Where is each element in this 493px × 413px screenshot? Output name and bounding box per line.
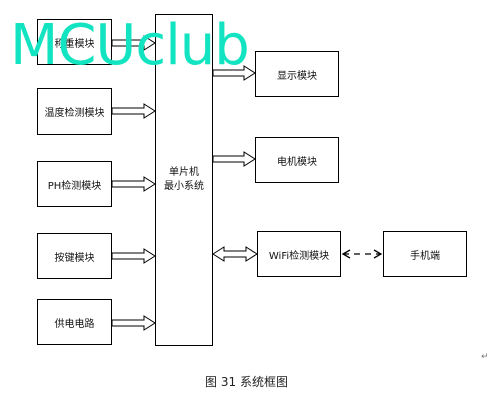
dashed-link-wifi-phone [341,249,383,259]
block-phone: 手机端 [383,231,467,277]
block-temp-label: 温度检测模块 [44,108,105,119]
block-mcu-label-1: 单片机 [169,167,199,178]
paragraph-mark-1: ↵ [481,352,489,362]
block-weight-label: 称重模块 [54,38,95,50]
block-wifi-label: WiFi检测模块 [268,250,330,262]
arrow-weight-to-mcu [111,35,156,51]
arrow-mcu-to-display [212,65,256,81]
block-motor: 电机模块 [255,137,339,183]
block-mcu: 单片机 最小系统 [155,14,213,346]
block-display-label: 显示模块 [277,70,317,82]
block-power-label: 供电电路 [54,318,95,330]
block-mcu-label-2: 最小系统 [164,181,204,192]
block-temp: 温度检测模块 [37,88,112,135]
figure-caption: 图 31 系统框图 [0,373,493,390]
block-motor-label: 电机模块 [277,156,317,168]
arrow-temp-to-mcu [111,103,156,119]
block-display: 显示模块 [255,51,339,97]
arrow-mcu-wifi-bidirectional [212,246,258,262]
figure-caption-text: 图 31 系统框图 [205,375,288,389]
watermark-text: MCUclub [10,13,250,78]
block-keys-label: 按键模块 [54,252,95,264]
block-weight: 称重模块 [37,19,112,65]
block-power: 供电电路 [37,299,112,345]
arrow-mcu-to-motor [212,151,256,167]
block-phone-label: 手机端 [410,250,440,262]
arrow-keys-to-mcu [111,248,156,264]
block-keys: 按键模块 [37,233,112,279]
block-ph: PH检测模块 [37,161,112,207]
arrow-ph-to-mcu [111,176,156,192]
block-wifi: WiFi检测模块 [257,231,341,277]
arrow-power-to-mcu [111,315,156,331]
block-ph-label: PH检测模块 [47,180,102,192]
